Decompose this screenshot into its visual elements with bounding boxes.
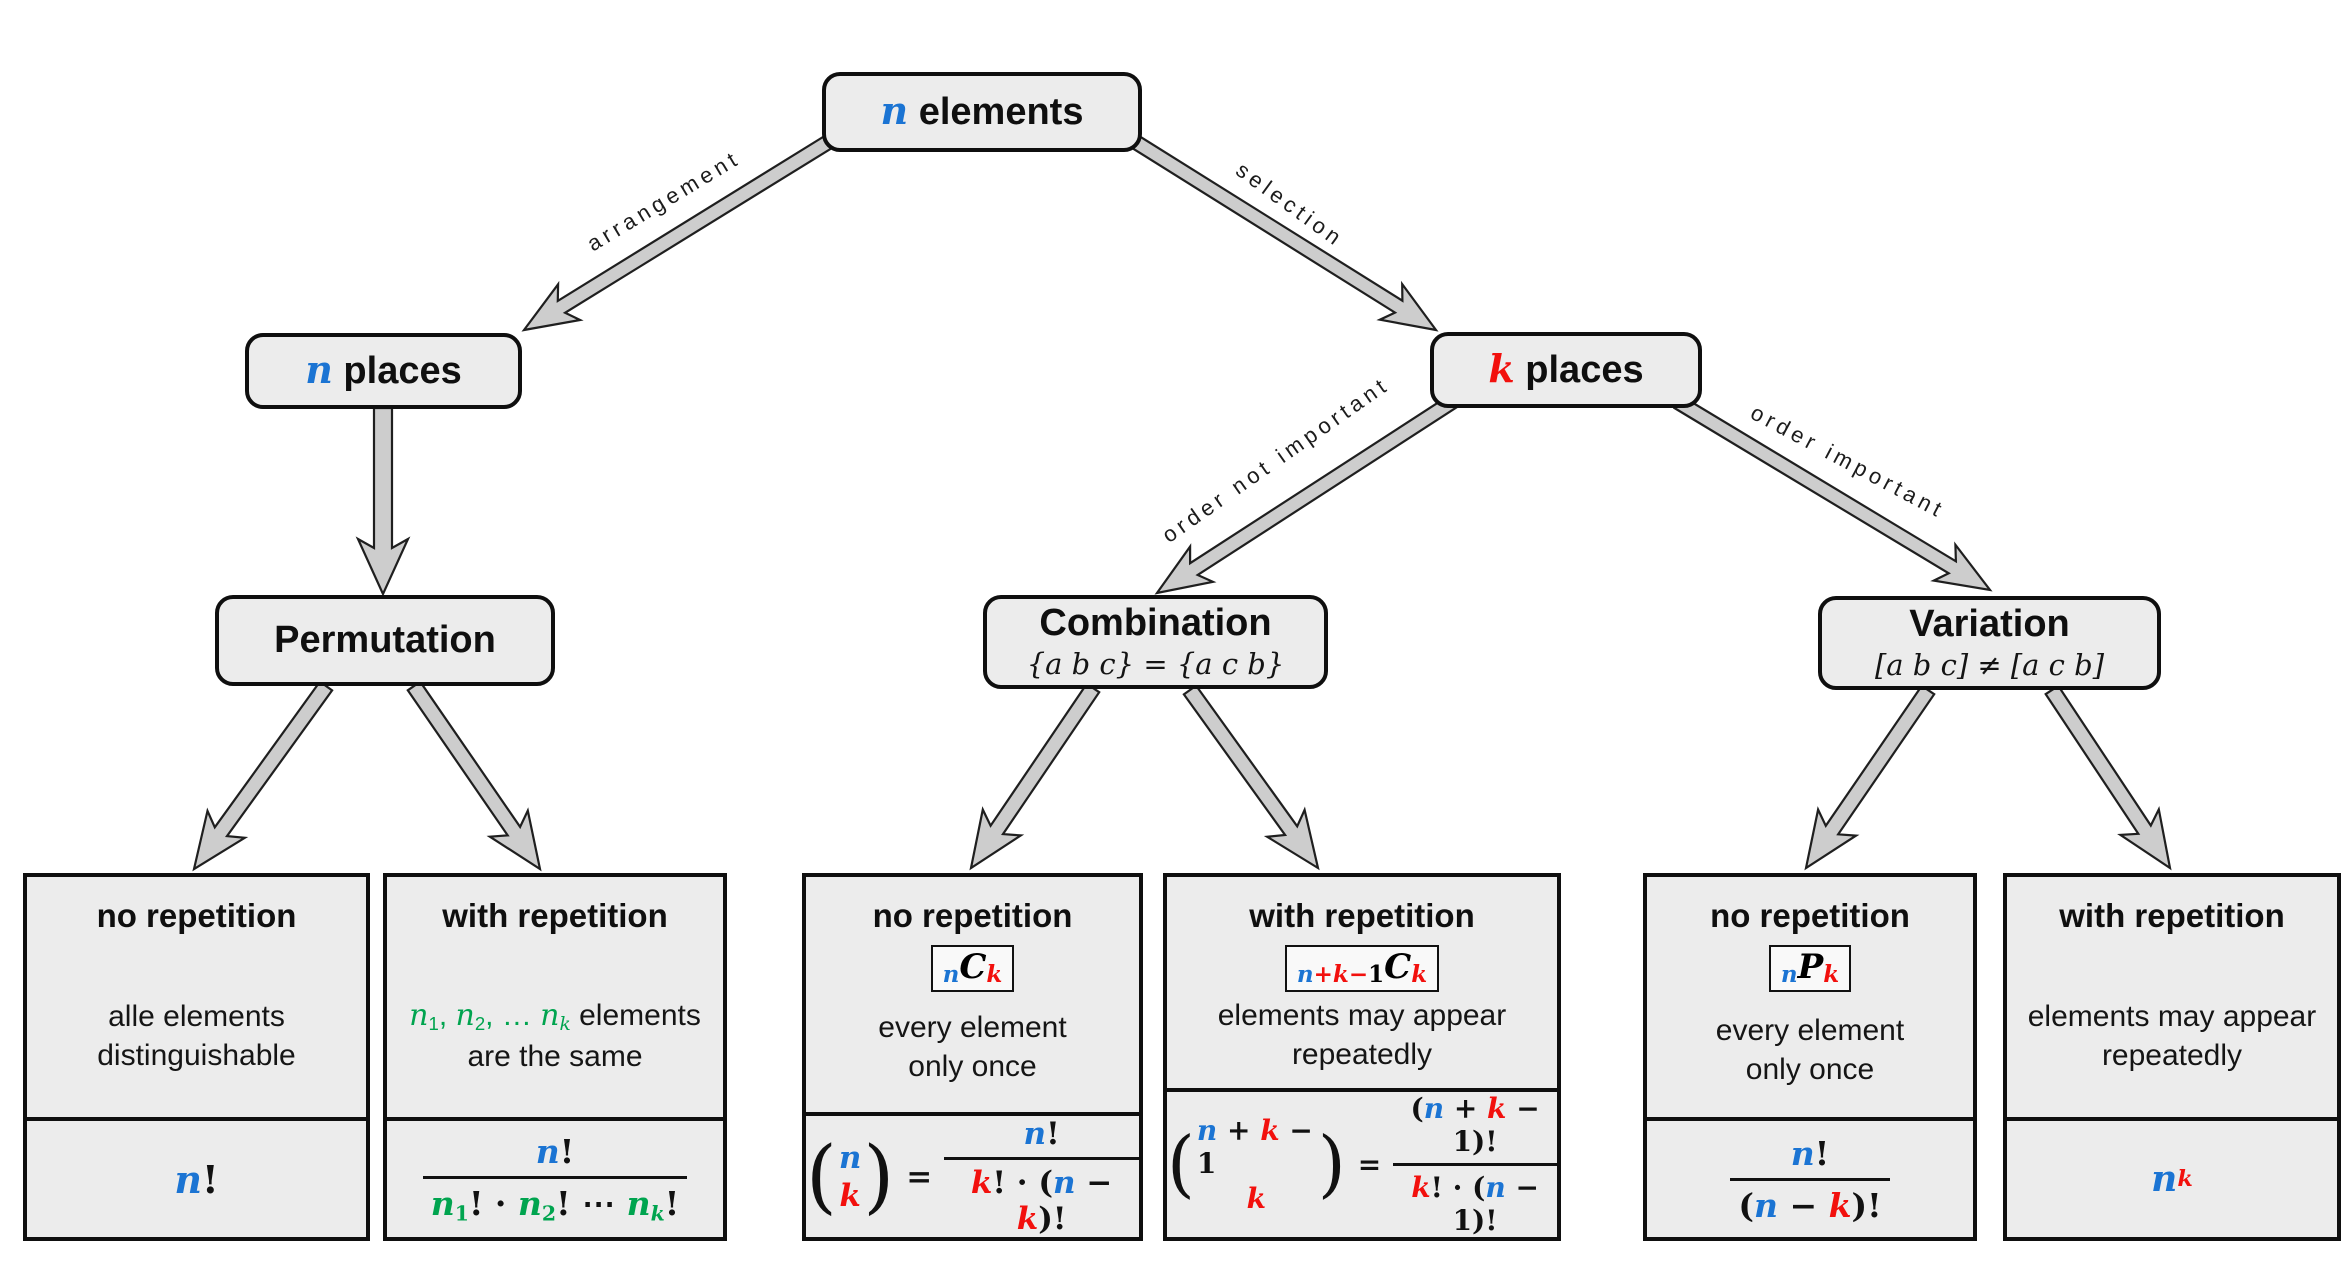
- arrow-connector: [521, 128, 844, 332]
- leaf-description-line: distinguishable: [97, 1039, 296, 1072]
- node-variation-subtitle: [a b c] ≠ [a c b]: [1874, 648, 2105, 683]
- leaf-formula: n!(n − k)!: [1647, 1121, 1973, 1237]
- arrow-connector: [1182, 684, 1320, 871]
- leaf-header: no repetition: [1710, 897, 1910, 934]
- node-n-places: n places: [245, 333, 522, 409]
- node-combination-title: Combination: [1039, 601, 1272, 644]
- leaf-description-line: only once: [1745, 1052, 1875, 1086]
- leaf-formula: n!n1! · n2! ⋯ nk!: [387, 1121, 723, 1237]
- arrow-connector: [1672, 394, 1993, 592]
- leaf-description-line: n1, n2, … nk elements: [409, 997, 701, 1036]
- leaf-permutation-with-repetition: with repetition n1, n2, … nk elements are…: [383, 873, 727, 1241]
- leaf-description-line: repeatedly: [2101, 1039, 2243, 1072]
- leaf-header: no repetition: [96, 897, 297, 934]
- leaf-description: elements may appear repeatedly: [1218, 992, 1507, 1088]
- arrow-connector: [406, 680, 542, 872]
- node-permutation: Permutation: [215, 595, 555, 686]
- leaf-description-line: are the same: [467, 1040, 643, 1074]
- leaf-description: every element only once: [878, 992, 1066, 1112]
- arrow-connector: [192, 680, 334, 872]
- leaf-description-line: elements may appear: [1217, 999, 1507, 1032]
- leaf-description-line: alle elements: [108, 1000, 285, 1033]
- node-combination: Combination {a b c} = {a c b}: [983, 595, 1328, 689]
- leaf-description-line: repeatedly: [1291, 1038, 1433, 1071]
- node-permutation-title: Permutation: [274, 618, 496, 661]
- node-k-places-label: k places: [1488, 346, 1644, 392]
- leaf-description-line: every element: [878, 1011, 1067, 1044]
- leaf-header: no repetition: [872, 897, 1073, 934]
- node-variation-title: Variation: [1909, 602, 2070, 645]
- arrow-connector: [355, 406, 411, 597]
- leaf-description: alle elements distinguishable: [97, 935, 295, 1117]
- arrow-connector: [1120, 128, 1439, 332]
- node-k-places: k places: [1430, 332, 1702, 408]
- arrow-connector: [1804, 684, 1936, 871]
- leaf-description: n1, n2, … nk elements are the same: [409, 935, 701, 1117]
- node-n-elements: n elements: [822, 72, 1142, 152]
- leaf-variation-with-repetition: with repetition elements may appear repea…: [2003, 873, 2341, 1241]
- node-n-elements-label: n elements: [880, 88, 1084, 134]
- arrow-connector: [1154, 392, 1461, 595]
- node-n-places-label: n places: [305, 347, 462, 393]
- leaf-description-line: only once: [908, 1050, 1037, 1083]
- leaf-description: every element only once: [1716, 992, 1904, 1117]
- node-combination-subtitle: {a b c} = {a c b}: [1026, 647, 1285, 682]
- node-variation: Variation [a b c] ≠ [a c b]: [1818, 596, 2161, 690]
- leaf-header: with repetition: [2059, 897, 2285, 934]
- leaf-description-line: every element: [1715, 1013, 1905, 1047]
- arrow-connector: [2044, 684, 2172, 871]
- arrow-connector: [969, 682, 1101, 871]
- leaf-description-line: elements may appear: [2027, 1000, 2317, 1033]
- leaf-header: with repetition: [1249, 897, 1475, 934]
- leaf-header: with repetition: [442, 897, 668, 934]
- leaf-formula: n!: [174, 1156, 219, 1202]
- leaf-description: elements may appear repeatedly: [2028, 935, 2317, 1117]
- leaf-permutation-no-repetition: no repetition alle elements distinguishab…: [23, 873, 370, 1241]
